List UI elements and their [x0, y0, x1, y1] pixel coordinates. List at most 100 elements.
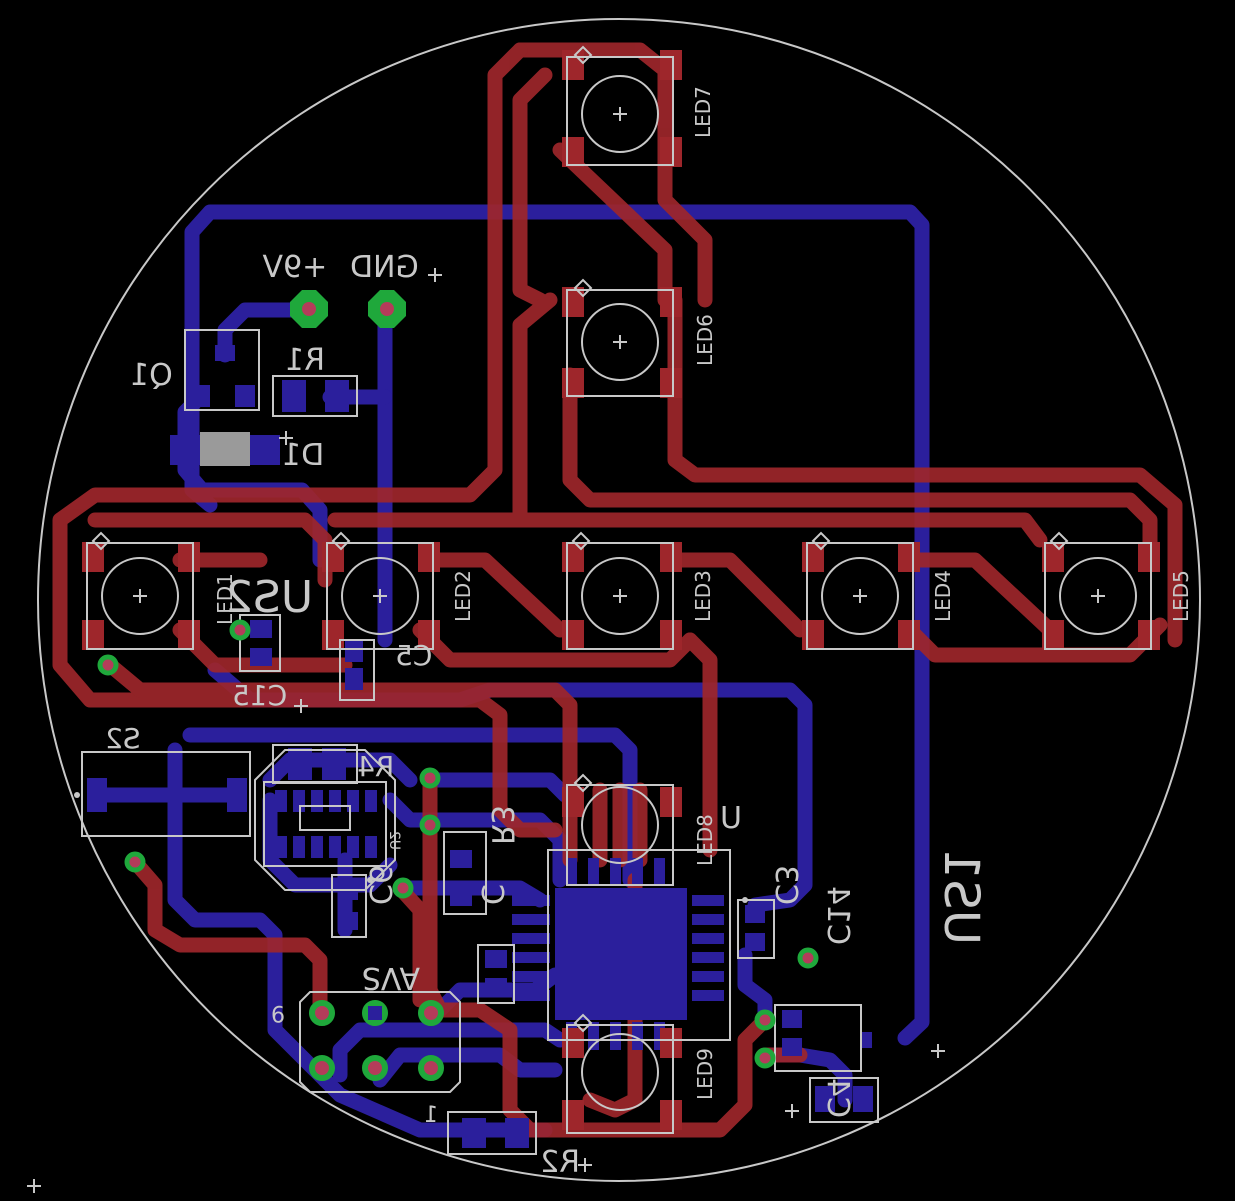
top-trace-led3-led4 — [672, 552, 808, 638]
u2-pad-5 — [347, 790, 359, 812]
top-trace-led6-right — [667, 292, 1183, 648]
c6-outline — [331, 874, 367, 938]
led2-outline — [326, 531, 434, 650]
s2-pad-1 — [87, 778, 107, 812]
top-copper-layer — [52, 42, 1183, 1138]
led4-outline — [806, 531, 914, 650]
c15-pad-2 — [250, 648, 272, 666]
c14-outline — [774, 1004, 862, 1072]
q1-pad-3 — [235, 385, 255, 407]
label-pin9: 9 — [271, 1000, 285, 1025]
silkscreen-outlines — [27, 45, 1152, 1193]
led3-outline — [566, 531, 674, 650]
c-pad-1 — [485, 950, 507, 968]
d1-body — [200, 432, 250, 466]
ic-pins-top — [566, 858, 665, 886]
label-led5: LED5 — [1169, 570, 1193, 622]
top-trace-s2-header — [127, 854, 328, 1018]
top-trace-outer-left — [52, 42, 563, 838]
label-led7: LED7 — [691, 86, 715, 138]
bottom-trace-9v — [217, 302, 310, 363]
u2-pad-8 — [293, 836, 305, 858]
c15-origin-cross — [294, 699, 308, 713]
label-u: U — [720, 801, 742, 836]
c15-outline — [239, 614, 281, 672]
c14-pad-1 — [782, 1010, 802, 1028]
d1-origin-cross — [279, 431, 293, 445]
top-trace-bottom-loop — [422, 1002, 773, 1138]
c3-pad-2 — [745, 933, 765, 951]
small-vias — [97, 619, 819, 1069]
c4-pad-1 — [815, 1086, 835, 1112]
label-pin1: 1 — [424, 1103, 438, 1128]
u2-pad-11 — [347, 836, 359, 858]
top-trace-led7-left — [512, 67, 553, 308]
c14-pad-2 — [782, 1038, 802, 1056]
label-c3: C3 — [768, 865, 803, 905]
c6-pin1-dot — [367, 877, 373, 883]
c4-pad-2 — [853, 1086, 873, 1112]
led9-outline — [566, 1013, 674, 1134]
c-pad-2 — [485, 978, 507, 996]
label-c4: C4 — [820, 1078, 855, 1118]
label-led8: LED8 — [693, 814, 717, 866]
ic-body-pad — [555, 888, 687, 1020]
header-pin-centers-bottom — [368, 1006, 382, 1020]
u2-pad-1 — [275, 790, 287, 812]
bottom-trace-left-bus — [167, 742, 333, 1088]
silk-labels: LED7 LED6 LED1 LED2 LED3 LED4 LED5 LED8 … — [105, 86, 1193, 1180]
label-c15: C15 — [232, 679, 287, 712]
via-9v — [290, 290, 328, 328]
c4-origin-cross — [785, 1104, 799, 1118]
vias — [97, 290, 819, 1081]
ic-pins-left — [512, 895, 550, 1001]
s2-pin1-dot — [74, 792, 80, 798]
label-s2: S2 — [105, 722, 141, 755]
top-trace-led-row-top — [327, 512, 1048, 548]
top-trace-led4-led5 — [912, 552, 1058, 638]
ic-outline — [547, 849, 731, 1041]
r2-pad-2 — [505, 1118, 529, 1148]
c5-pad-2 — [345, 668, 363, 690]
label-us2: US2 — [225, 572, 313, 623]
led6-outline — [566, 278, 674, 397]
u2-pad-3 — [311, 790, 323, 812]
bottom-trace-via-row — [422, 772, 573, 803]
label-r1: R1 — [285, 343, 325, 378]
r1-outline — [272, 375, 358, 417]
label-r2: R2 — [540, 1145, 580, 1180]
top-trace-via-left — [102, 657, 578, 868]
led7-outline — [566, 45, 674, 166]
top-trace-led8-pins — [592, 782, 648, 868]
top-trace-led7-diagonal — [552, 142, 673, 308]
u2-outline — [263, 781, 387, 867]
bottom-trace-header-mid — [332, 1022, 568, 1083]
c6-pad-2 — [338, 912, 358, 930]
label-c5: C5 — [395, 639, 432, 672]
r2-outline — [447, 1111, 537, 1155]
s2-pad-2 — [227, 778, 247, 812]
label-c14: C14 — [820, 886, 855, 945]
label-r3: R3 — [484, 805, 519, 845]
c3-pin1-dot — [742, 897, 748, 903]
ic-pins-right — [692, 895, 724, 1001]
label-r4: R4 — [357, 750, 394, 783]
c4-outline — [809, 1077, 879, 1123]
c5-pad-1 — [345, 640, 363, 662]
label-c: C — [474, 884, 509, 905]
r3-pad-2 — [450, 888, 472, 906]
label-led9: LED9 — [693, 1048, 717, 1100]
label-9v: +9V — [262, 250, 327, 285]
r2-origin-cross — [578, 1158, 592, 1172]
top-trace-led2-led3 — [422, 552, 568, 638]
u2-pad-4 — [329, 790, 341, 812]
label-led4: LED4 — [931, 570, 955, 622]
d1-pad-2 — [250, 435, 280, 465]
led5-outline — [1044, 531, 1152, 650]
bottom-trace-top-bus — [182, 727, 638, 888]
c5-outline — [339, 639, 375, 701]
s2-outline — [81, 751, 251, 837]
label-led1: LED1 — [213, 573, 237, 625]
r4-pad-1 — [288, 748, 312, 780]
